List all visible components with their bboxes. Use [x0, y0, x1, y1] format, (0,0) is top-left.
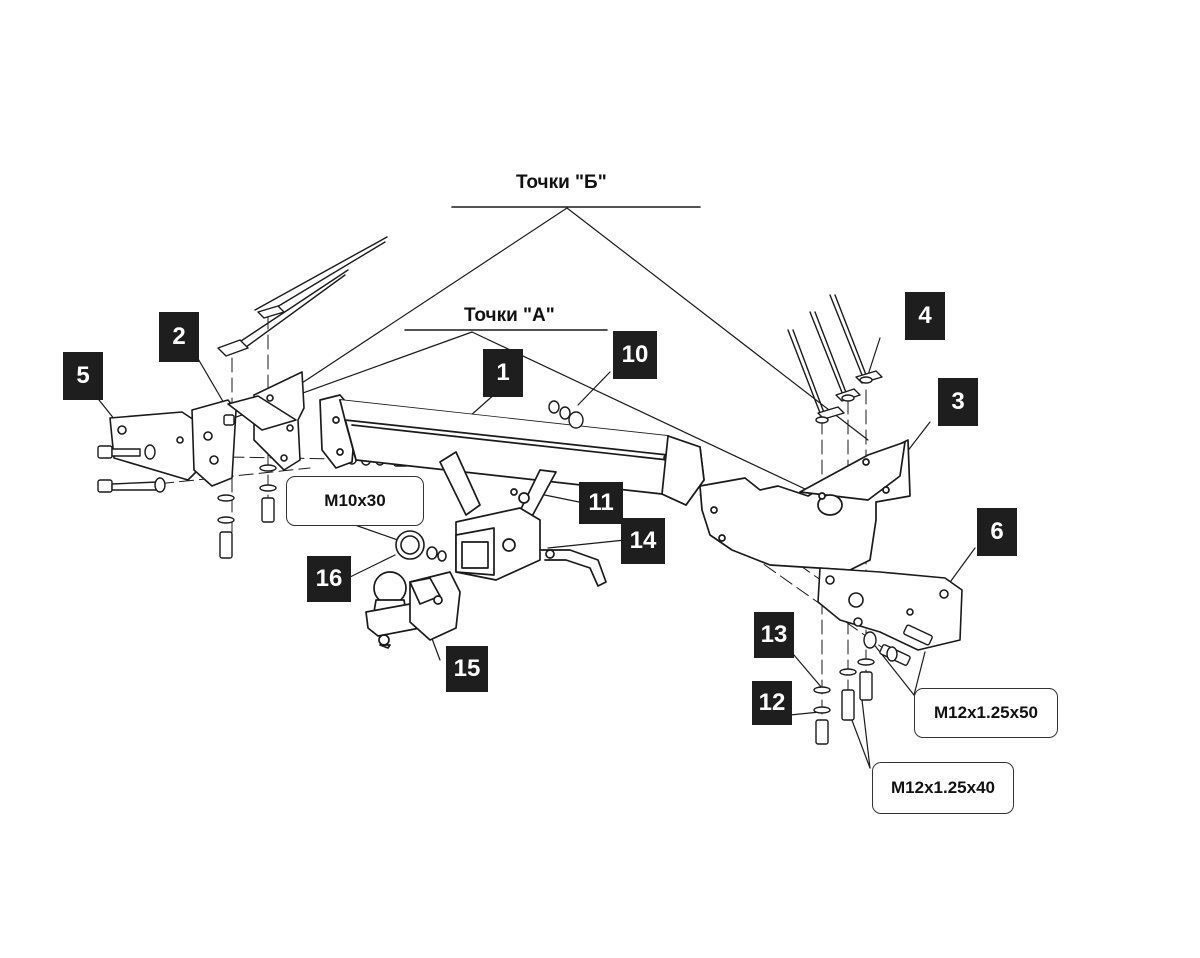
- right-bolts: [813, 376, 933, 745]
- part-label-2: 2: [159, 312, 199, 362]
- part-label-1: 1: [483, 349, 523, 397]
- threaded-rods-right: [787, 294, 869, 419]
- part-label-10: 10: [613, 331, 657, 379]
- points-b-heading: Точки "Б": [516, 172, 607, 193]
- bolt-callout-m12x125x40: M12x1.25x40: [872, 762, 1014, 814]
- bolt-callout-m12x125x50: M12x1.25x50: [914, 688, 1058, 738]
- part-label-4: 4: [905, 292, 945, 340]
- part-label-16: 16: [307, 556, 351, 602]
- part-label-15: 15: [446, 646, 488, 692]
- left-plate-part-5: [109, 411, 199, 481]
- part-label-3: 3: [938, 378, 978, 426]
- right-bracket-part-3: [699, 439, 911, 571]
- crossbar-part-1: [319, 394, 705, 506]
- nuts-part-10: [548, 400, 584, 429]
- hitch-receiver: [439, 451, 607, 587]
- part-label-13: 13: [754, 612, 794, 658]
- bolt-callout-m10x30: M10x30: [286, 476, 424, 526]
- left-bracket-part-2: [191, 371, 305, 487]
- right-plate-part-6: [817, 567, 963, 651]
- pin-part-16: [395, 530, 447, 562]
- ball-mount-part-15: [365, 571, 461, 649]
- points-a-heading: Точки "А": [464, 305, 555, 326]
- part-label-6: 6: [977, 508, 1017, 556]
- points-b-leaders: [257, 207, 869, 441]
- part-label-5: 5: [63, 352, 103, 400]
- part-label-11: 11: [579, 482, 623, 524]
- threaded-rods-left: [234, 236, 388, 351]
- part-label-14: 14: [621, 518, 665, 564]
- part-label-12: 12: [752, 681, 792, 725]
